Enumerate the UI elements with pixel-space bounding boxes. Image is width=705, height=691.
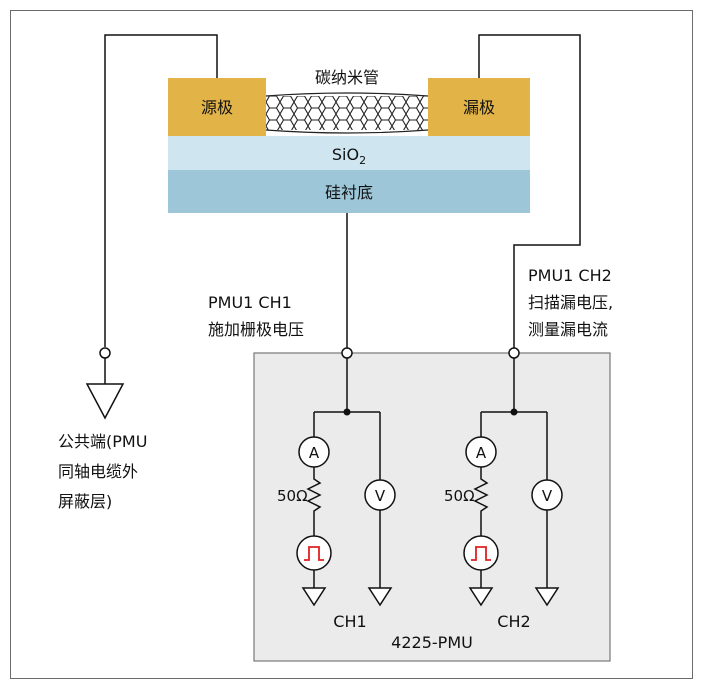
ch1-circuit: A 50Ω V CH1 (277, 347, 396, 631)
oxide-label: SiO2 (332, 145, 366, 167)
ch1-annotation-line1: PMU1 CH1 (208, 293, 292, 312)
drain-label: 漏极 (463, 98, 495, 117)
ch1-annotation-line2: 施加栅极电压 (208, 320, 304, 339)
ch2-resistor (473, 467, 489, 536)
ch1-pulse-source (296, 535, 332, 571)
cnt-label: 碳纳米管 (315, 68, 379, 87)
ch2-voltmeter-symbol: V (542, 487, 553, 505)
ch1-v-ground-icon (367, 510, 393, 607)
carbon-nanotube (265, 92, 429, 134)
common-ground-icon (85, 358, 125, 420)
ch2-annotation-line1: PMU1 CH2 (528, 266, 612, 285)
substrate-layer (168, 170, 530, 213)
source-label: 源极 (201, 98, 233, 117)
ch2-annotation-line2: 扫描漏电压, (528, 293, 613, 312)
ch2-resistor-label: 50Ω (444, 487, 475, 505)
ch2-circuit: A 50Ω V CH2 (444, 347, 563, 631)
common-label-line3: 屏蔽层) (58, 492, 112, 511)
ch1-ground-icon (301, 570, 327, 607)
common-label-line1: 公共端(PMU (58, 432, 147, 451)
ch1-resistor-label: 50Ω (277, 487, 308, 505)
ch1-voltmeter-symbol: V (375, 487, 386, 505)
drain-wire (478, 34, 581, 348)
ch2-v-ground-icon (534, 510, 560, 607)
ch2-ammeter-symbol: A (476, 444, 487, 462)
ch1-label: CH1 (333, 612, 366, 631)
drain-electrode (428, 78, 530, 136)
ch1-pulse-icon (304, 546, 324, 561)
source-wire (104, 34, 218, 347)
ch1-resistor (306, 467, 322, 536)
ch1-ammeter-symbol: A (309, 444, 320, 462)
oxide-layer (168, 136, 530, 170)
common-label-line2: 同轴电缆外 (58, 462, 138, 481)
diagram-frame (10, 10, 693, 679)
pmu-title: 4225-PMU (391, 633, 473, 652)
ch2-pulse-source (463, 535, 499, 571)
ch2-annotation-line3: 测量漏电流 (528, 320, 608, 339)
ch2-ground-icon (468, 570, 494, 607)
common-terminal (99, 347, 111, 359)
ch2-label: CH2 (497, 612, 530, 631)
ch2-pulse-icon (471, 546, 491, 561)
source-electrode (168, 78, 266, 136)
ch2-terminal (508, 347, 520, 359)
ch1-terminal (341, 347, 353, 359)
substrate-label: 硅衬底 (325, 183, 373, 202)
